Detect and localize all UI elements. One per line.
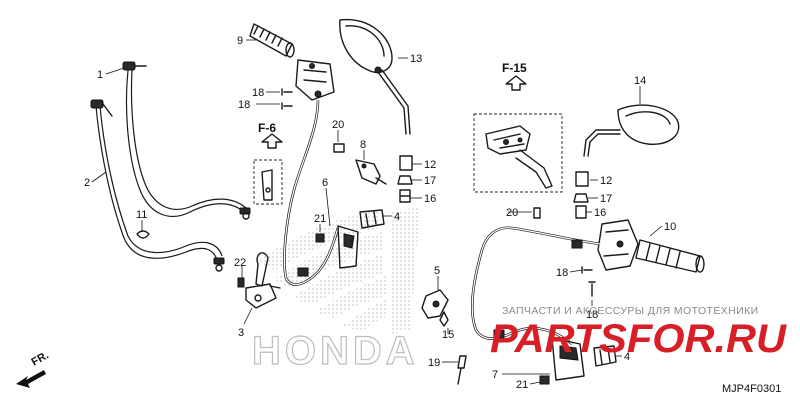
diagram-code: MJP4F0301 (722, 383, 781, 395)
right-switch-harness (470, 226, 617, 385)
part-label-17-left: 17 (424, 175, 436, 187)
part-label-10: 10 (664, 221, 676, 233)
right-mirror (583, 104, 680, 157)
part-label-13: 13 (410, 53, 422, 65)
part-label-22: 22 (234, 257, 246, 269)
part-label-11: 11 (136, 209, 147, 221)
watermark-tagline: ЗАПЧАСТИ И АКСЕССУРЫ ДЛЯ МОТОТЕХНИКИ (502, 305, 759, 317)
part-label-19: 19 (428, 357, 440, 369)
part-label-7: 7 (492, 369, 498, 381)
ref-label-f6: F-6 (258, 121, 276, 135)
watermark-brand: PARTSFOR.RU (490, 317, 787, 361)
part-label-6: 6 (322, 177, 328, 189)
part-label-4-upper: 4 (394, 211, 400, 223)
part-label-21-lower: 21 (516, 379, 528, 391)
leader-lines (91, 39, 663, 385)
ref-label-f15: F-15 (502, 61, 527, 75)
arrow-icon (16, 370, 46, 388)
part-label-18-c: 18 (556, 267, 568, 279)
left-grip-assembly (249, 23, 335, 110)
part-label-15: 15 (442, 329, 454, 341)
front-direction-arrow: FR. (16, 349, 51, 388)
part-label-20-right: 20 (506, 207, 518, 219)
throttle-cables (90, 61, 251, 272)
part-label-4-lower: 4 (624, 351, 630, 363)
part-label-16-right: 16 (594, 207, 606, 219)
ref-box-f6 (253, 133, 283, 205)
part-number-labels: 1 2 3 4 4 5 6 7 8 9 10 11 12 12 13 14 15… (84, 35, 676, 391)
part-label-14: 14 (634, 75, 646, 87)
lower-left-parts (237, 252, 281, 309)
part-label-18-d: 18 (586, 309, 598, 321)
part-label-18-a: 18 (252, 87, 264, 99)
part-label-16-left: 16 (424, 193, 436, 205)
part-label-12-right: 12 (600, 175, 612, 187)
part-label-17-right: 17 (600, 193, 612, 205)
part-label-21-upper: 21 (314, 213, 326, 225)
part-label-1: 1 (97, 69, 103, 81)
honda-logo-text: HONDA (252, 329, 419, 373)
part-label-8: 8 (360, 139, 366, 151)
ref-box-f15 (473, 75, 563, 193)
part-label-3: 3 (238, 327, 244, 339)
part-label-12-left: 12 (424, 159, 436, 171)
part-label-18-b: 18 (238, 99, 250, 111)
right-grip-assembly (597, 219, 705, 273)
front-direction-label: FR. (30, 349, 51, 368)
part-label-5: 5 (434, 265, 440, 277)
part-label-2: 2 (84, 177, 90, 189)
left-mirror (339, 18, 411, 135)
part-label-20-left: 20 (332, 119, 344, 131)
part-label-9: 9 (237, 35, 243, 47)
right-small-parts (533, 171, 596, 297)
center-small-parts (315, 143, 413, 243)
left-switch-harness (283, 99, 359, 286)
lower-center-parts (421, 289, 467, 385)
